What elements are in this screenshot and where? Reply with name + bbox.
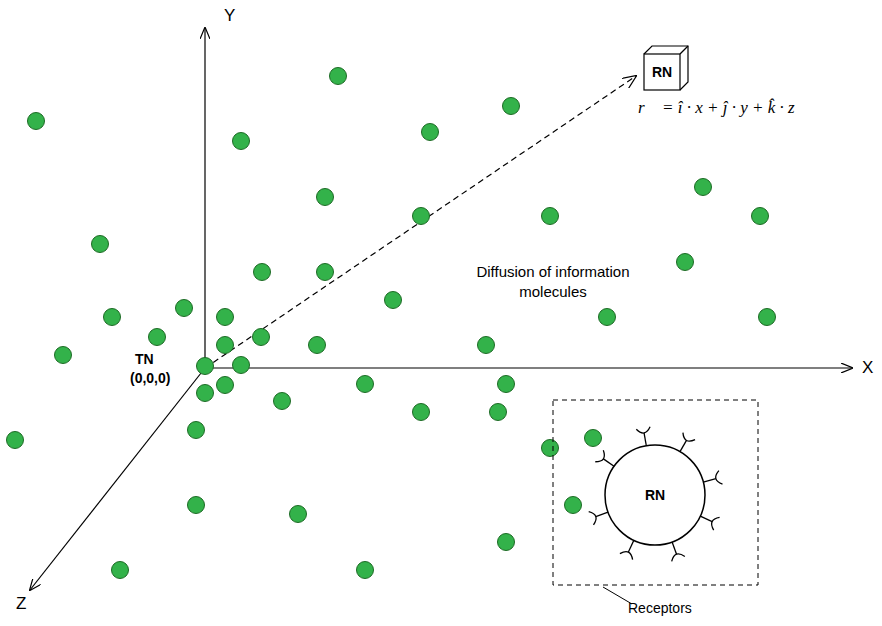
molecule-dot [498, 376, 515, 393]
molecule-dot [478, 337, 495, 354]
receptor-cup [636, 427, 650, 433]
receptor-stalk [628, 540, 633, 552]
receptor-cup [712, 517, 720, 530]
molecule-dot [112, 562, 129, 579]
receptor-cup [620, 552, 633, 560]
molecule-dot [176, 300, 193, 317]
rn-cube [644, 46, 688, 90]
molecule-dot [490, 404, 507, 421]
molecule-dot [677, 254, 694, 271]
molecule-dot [503, 98, 520, 115]
receptor-stalk [644, 433, 646, 446]
molecule-dot [695, 179, 712, 196]
node-name: TN [135, 351, 154, 367]
molecule-dot [217, 337, 234, 354]
molecule-dot [28, 113, 45, 130]
molecule-dot [254, 264, 271, 281]
molecule-dot [413, 208, 430, 225]
node-label: RN [645, 487, 665, 503]
receptor-stalk [672, 542, 676, 554]
molecule-dot [317, 189, 334, 206]
molecule-dot [585, 430, 602, 447]
molecule-dot [233, 357, 250, 374]
coordinate-label: (0,0,0) [130, 370, 170, 386]
molecule-dot [565, 497, 582, 514]
node-label: RN [652, 64, 672, 80]
axis-label: Y [224, 6, 235, 26]
molecule-dot [7, 432, 24, 449]
molecule-dot [217, 377, 234, 394]
molecule-dot [422, 124, 439, 141]
molecule-dot [253, 329, 270, 346]
molecule-dot [599, 309, 616, 326]
molecule-dot [357, 376, 374, 393]
molecule-dot [290, 506, 307, 523]
molecule-dot [149, 329, 166, 346]
receptor-cup [589, 512, 596, 525]
molecule-dot [188, 497, 205, 514]
molecule-dot [197, 358, 214, 375]
receptor-stalk [700, 516, 712, 521]
receptors-label: Receptors [628, 600, 692, 616]
molecule-dot [542, 208, 559, 225]
receptor-stalk [603, 459, 614, 466]
molecule-dot [330, 68, 347, 85]
molecule-dot [274, 393, 291, 410]
molecule-dot [498, 534, 515, 551]
leader-line [603, 587, 632, 604]
molecule-dot [317, 264, 334, 281]
molecule-dot [357, 562, 374, 579]
molecule-dot [385, 292, 402, 309]
y-axis [204, 28, 205, 368]
molecule-dots [7, 68, 776, 579]
rn-cell-node: RN [615, 465, 695, 525]
molecule-dot [104, 309, 121, 326]
receptor-cup [595, 450, 604, 461]
receptor-cup [683, 433, 695, 442]
z-axis [30, 368, 205, 590]
receptor-cup [672, 554, 685, 561]
position-vector [205, 76, 636, 368]
vector-formula: r⃗ = î · x + ĵ · y + k̂ · z [638, 98, 795, 118]
receptor-stalk [596, 512, 608, 516]
molecule-dot [217, 309, 234, 326]
axis-label: Z [16, 594, 26, 614]
receptor-stalk [680, 440, 687, 451]
molecule-dot [188, 422, 205, 439]
molecule-dot [542, 440, 559, 457]
molecule-dot [233, 133, 250, 150]
molecule-dot [92, 236, 109, 253]
molecule-dot [197, 385, 214, 402]
diffusion-note: Diffusion of information molecules [462, 262, 644, 302]
molecule-dot [413, 404, 430, 421]
x-axis [205, 367, 852, 368]
molecule-dot [752, 208, 769, 225]
rn-cell [605, 445, 705, 545]
zoom-box [553, 400, 758, 585]
receptor-group [589, 427, 723, 561]
molecule-dot [759, 309, 776, 326]
receptor-cup [716, 471, 723, 485]
molecule-dot [55, 347, 72, 364]
axis-label: X [862, 358, 873, 378]
receptor-stalk [703, 479, 716, 482]
rn-cube-node: RN [644, 54, 680, 90]
molecule-dot [309, 337, 326, 354]
